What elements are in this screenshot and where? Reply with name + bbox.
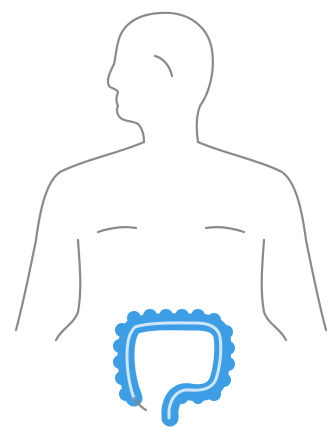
large-intestine [113,309,235,418]
chest-curve [98,227,136,232]
left-torso-side [56,240,80,340]
head-back [160,13,213,142]
face-profile [108,13,160,142]
ear-detail [155,56,172,76]
body-outline [16,13,326,340]
colon-body [126,322,223,418]
right-torso-side [262,240,286,340]
chest-curve-right [206,227,244,232]
